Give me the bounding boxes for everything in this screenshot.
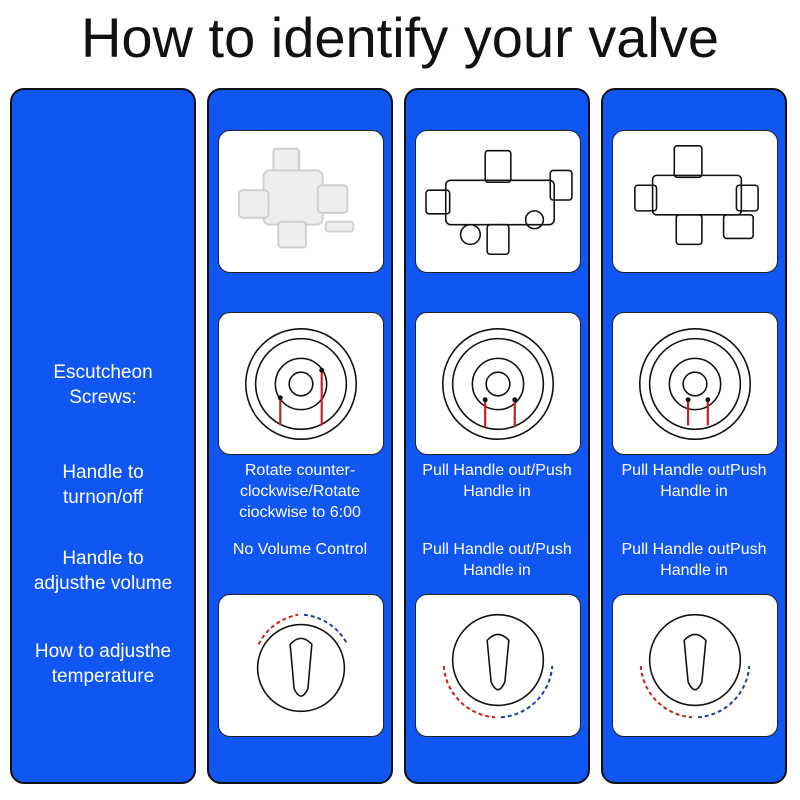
row-label-escutcheon: Escutcheon Screws: bbox=[12, 360, 194, 410]
page-title: How to identify your valve bbox=[80, 6, 720, 69]
volume-instruction: No Volume Control bbox=[213, 539, 387, 560]
valve-body-icon bbox=[425, 149, 573, 256]
instruction-line: Handle in bbox=[463, 562, 531, 579]
row-label-line: temperature bbox=[51, 666, 155, 687]
valve-body-icon bbox=[237, 147, 355, 249]
instruction-line: ciockwise to 6:00 bbox=[239, 504, 361, 521]
valve-image-card bbox=[218, 130, 384, 273]
instruction-line: Rotate counter- bbox=[244, 462, 356, 479]
instruction-line: Pull Handle out/Push bbox=[422, 541, 572, 558]
row-label-onoff: Handle to turnon/off bbox=[12, 460, 194, 510]
onoff-instruction: Rotate counter- clockwise/Rotate ciockwi… bbox=[213, 460, 387, 523]
valve-column-2: Pull Handle out/Push Handle in Pull Hand… bbox=[404, 88, 590, 784]
row-label-line: Handle to bbox=[62, 548, 144, 569]
instruction-line: Handle in bbox=[463, 483, 531, 500]
instruction-line: Pull Handle outPush bbox=[621, 462, 767, 479]
temperature-diagram-card bbox=[415, 594, 581, 737]
escutcheon-plate-icon bbox=[441, 327, 555, 440]
row-label-line: Screws: bbox=[69, 387, 137, 408]
valve-image-card bbox=[612, 130, 778, 273]
row-label-line: adjusthe volume bbox=[33, 573, 173, 594]
temperature-diagram-card bbox=[218, 594, 384, 737]
instruction-line: clockwise/Rotate bbox=[239, 483, 361, 500]
row-label-line: turnon/off bbox=[63, 487, 143, 508]
row-label-line: Handle to bbox=[62, 462, 144, 483]
instruction-line: Handle in bbox=[660, 483, 728, 500]
valve-body-icon bbox=[634, 145, 759, 246]
escutcheon-screws-card bbox=[218, 312, 384, 455]
handle-temperature-icon bbox=[639, 613, 751, 719]
volume-instruction: Pull Handle outPush Handle in bbox=[607, 539, 781, 581]
escutcheon-screws-card bbox=[612, 312, 778, 455]
handle-temperature-icon bbox=[442, 613, 554, 719]
row-label-line: Escutcheon bbox=[53, 362, 153, 383]
escutcheon-plate-icon bbox=[638, 327, 752, 440]
onoff-instruction: Pull Handle out/Push Handle in bbox=[410, 460, 584, 502]
escutcheon-screws-card bbox=[415, 312, 581, 455]
row-label-line: How to adjusthe bbox=[34, 641, 172, 662]
valve-column-3: Pull Handle outPush Handle in Pull Handl… bbox=[601, 88, 787, 784]
instruction-line: Handle in bbox=[660, 562, 728, 579]
temperature-diagram-card bbox=[612, 594, 778, 737]
instruction-line: Pull Handle outPush bbox=[621, 541, 767, 558]
instruction-line: No Volume Control bbox=[232, 541, 368, 558]
volume-instruction: Pull Handle out/Push Handle in bbox=[410, 539, 584, 581]
handle-temperature-icon bbox=[256, 613, 349, 713]
onoff-instruction: Pull Handle outPush Handle in bbox=[607, 460, 781, 502]
valve-image-card bbox=[415, 130, 581, 273]
row-labels-panel: Escutcheon Screws: Handle to turnon/off … bbox=[10, 88, 196, 784]
escutcheon-plate-icon bbox=[244, 327, 358, 440]
instruction-line: Pull Handle out/Push bbox=[422, 462, 572, 479]
valve-column-1: Rotate counter- clockwise/Rotate ciockwi… bbox=[207, 88, 393, 784]
row-label-volume: Handle to adjusthe volume bbox=[12, 546, 194, 596]
row-label-temperature: How to adjusthe temperature bbox=[12, 639, 194, 689]
